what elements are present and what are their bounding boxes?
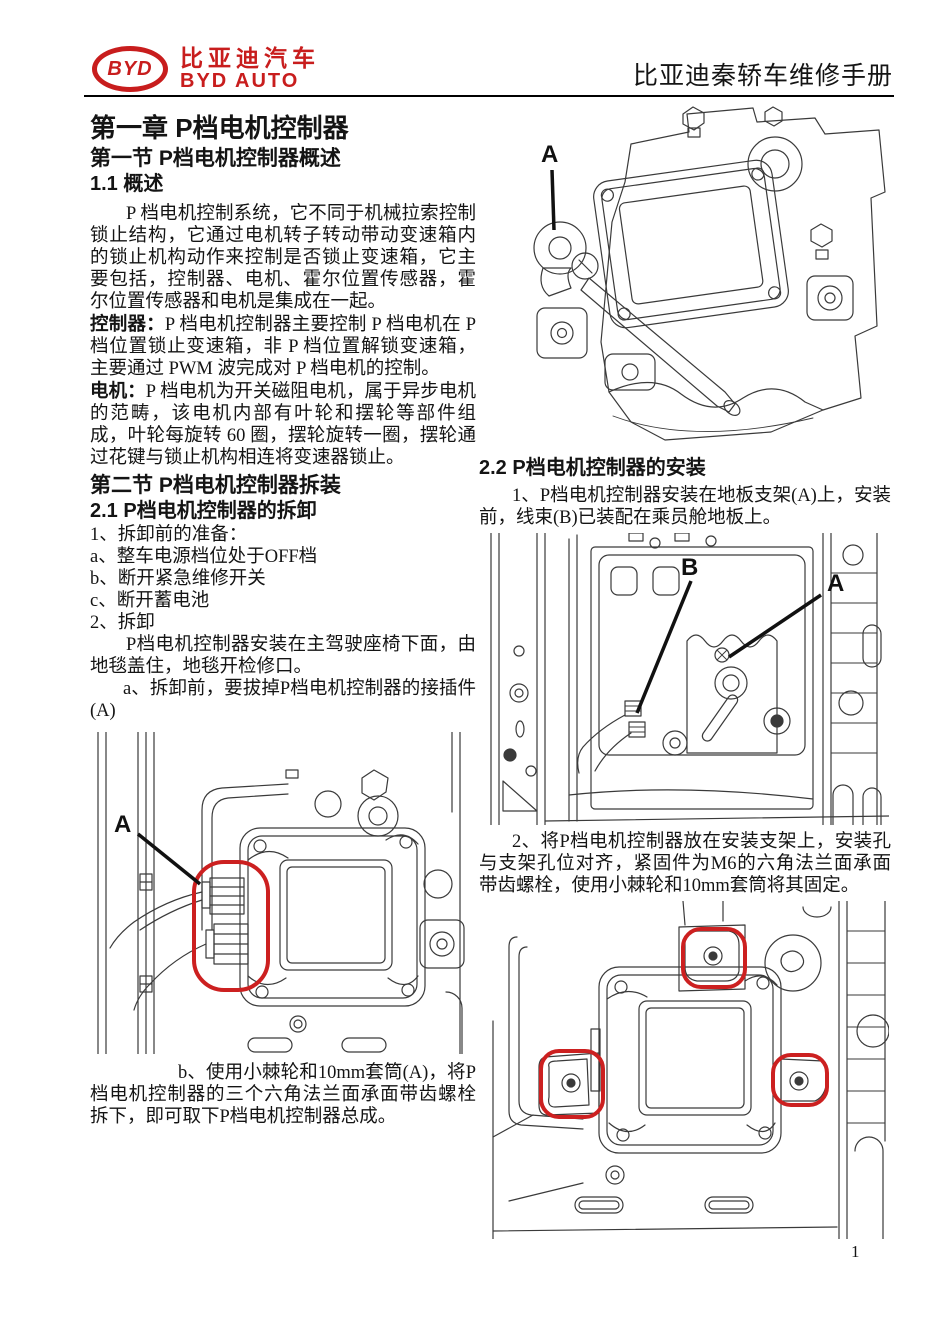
left-column: 第一章 P档电机控制器 第一节 P档电机控制器概述 1.1 概述 P 档电机控制…	[90, 112, 476, 1128]
label-a-pointer	[728, 593, 822, 659]
figure-controller-bolts	[492, 901, 889, 1239]
install-heading: 2.2 P档电机控制器的安装	[479, 457, 706, 479]
bolt-highlight-right	[771, 1053, 829, 1107]
figure-label-a: A	[114, 811, 131, 838]
right-column: A 2.2 P档电机控制器的安装 1、P档电机控制器安装在地板支架(A)上，安装…	[479, 100, 891, 1239]
install-step1: 1、P档电机控制器安装在地板支架(A)上，安装前，线束(B)已装配在乘员舱地板上…	[479, 486, 891, 528]
install-step2: 2、将P档电机控制器放在安装支架上，安装孔与支架孔位对齐，紧固件为M6的六角法兰…	[479, 832, 891, 896]
figure-controller-connectors: A	[97, 732, 465, 1054]
page-number: 1	[851, 1242, 860, 1261]
label-a-pointer	[550, 169, 556, 231]
prep-title: 1、拆卸前的准备：	[90, 525, 248, 545]
removal-step2-intro: P档电机控制器安装在主驾驶座椅下面，由地毯盖住，地毯开检修口。	[90, 635, 476, 677]
figure-label-a: A	[827, 570, 844, 597]
motor-label: 电机：	[90, 380, 146, 401]
motor-paragraph: 电机：P 档电机为开关磁阻电机，属于异步电机的范畴，该电机内部有叶轮和摆轮等部件…	[90, 380, 476, 469]
byd-logo: BYD 比亚迪汽车 BYD AUTO	[92, 46, 320, 92]
figure-label-a: A	[541, 141, 558, 168]
overview-paragraph: P 档电机控制系统，它不同于机械拉索控制锁止结构，它通过电机转子转动带动变速箱内…	[90, 204, 476, 312]
section2-title: 第二节 P档电机控制器拆装	[90, 474, 341, 497]
controller-paragraph: 控制器：P 档电机控制器主要控制 P 档电机在 P 档位置锁止变速箱，非 P 档…	[90, 313, 476, 380]
line-art	[490, 533, 889, 825]
controller-label: 控制器：	[90, 313, 165, 334]
figure-floor-bracket: B A	[490, 533, 889, 825]
section1-title: 第一节 P档电机控制器概述	[90, 147, 341, 170]
removal-heading: 2.1 P档电机控制器的拆卸	[90, 500, 317, 522]
line-art	[492, 901, 889, 1239]
byd-logo-badge-text: BYD	[107, 57, 153, 80]
removal-step2b: b、使用小棘轮和10mm套筒(A)，将P档电机控制器的三个六角法兰面承面带齿螺栓…	[90, 1063, 476, 1127]
motor-text: P 档电机为开关磁阻电机，属于异步电机的范畴，该电机内部有叶轮和摆轮等部件组成，…	[90, 382, 476, 468]
prep-item-c: c、断开蓄电池	[90, 591, 210, 611]
chapter-title: 第一章 P档电机控制器	[90, 113, 349, 143]
connector-highlight-oval	[192, 860, 270, 992]
bolt-highlights	[539, 927, 829, 1119]
manual-title: 比亚迪秦轿车维修手册	[632, 63, 893, 90]
prep-item-a: a、整车电源档位处于OFF档	[90, 547, 318, 567]
line-art	[97, 732, 465, 1054]
figure-ratchet-on-controller: A	[533, 106, 886, 441]
prep-item-b: b、断开紧急维修开关	[90, 569, 266, 589]
overview-heading: 1.1 概述	[90, 173, 164, 195]
removal-step2-title: 2、拆卸	[90, 613, 155, 633]
figure-label-b: B	[681, 554, 698, 581]
removal-step2a: a、拆卸前，要拔掉P档电机控制器的接插件(A)	[90, 679, 476, 721]
byd-logo-icon: BYD	[92, 46, 168, 92]
bolt-highlight-top	[681, 927, 747, 989]
byd-logo-chinese: 比亚迪汽车	[180, 45, 320, 72]
label-b-pointer	[635, 580, 693, 714]
label-a-pointer	[136, 832, 202, 886]
controller-text: P 档电机控制器主要控制 P 档电机在 P 档位置锁止变速箱，非 P 档位置解锁…	[90, 315, 476, 379]
header-divider	[84, 95, 894, 97]
bolt-highlight-left	[539, 1049, 605, 1119]
byd-logo-english: BYD AUTO	[180, 69, 300, 92]
line-art	[533, 106, 886, 441]
byd-logo-text: 比亚迪汽车 BYD AUTO	[180, 46, 320, 91]
